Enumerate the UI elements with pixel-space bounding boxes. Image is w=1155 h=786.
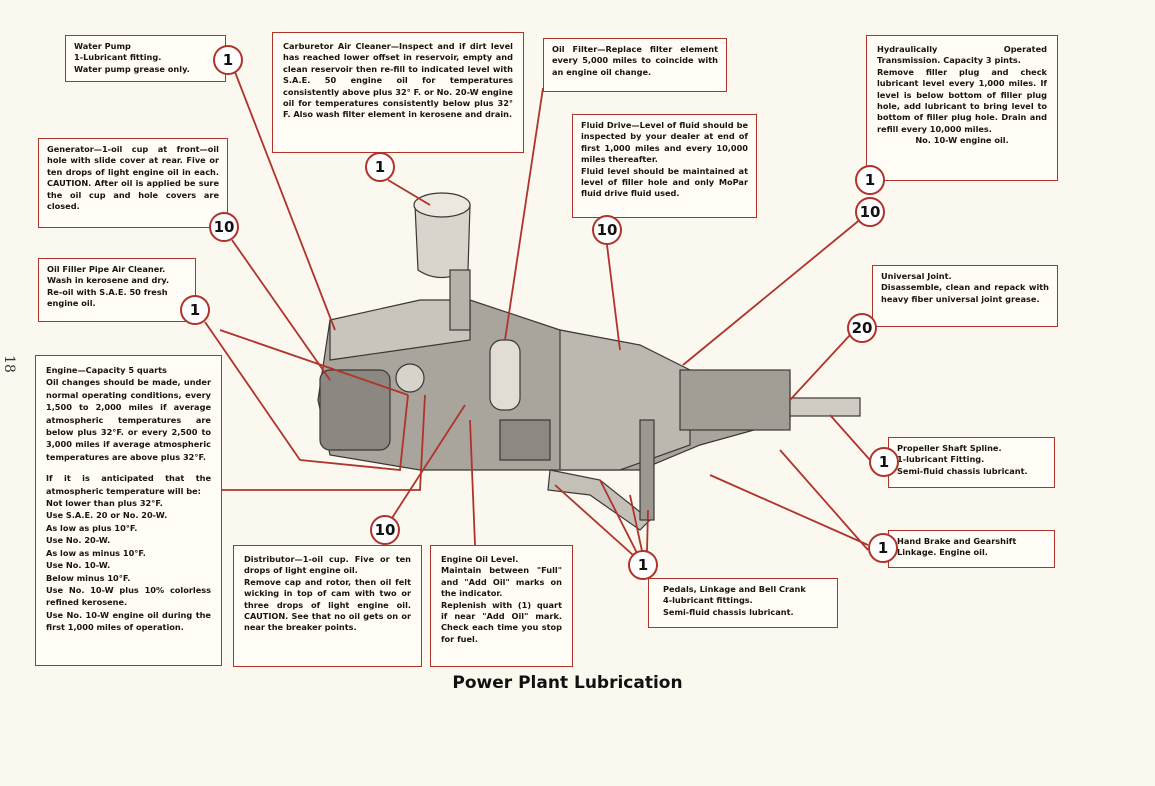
- badge-fluid-drive: 10: [592, 215, 622, 245]
- engine-text: Engine—Capacity 5 quarts: [46, 365, 167, 375]
- badge-pedals: 1: [628, 550, 658, 580]
- engine-rule: Use No. 20-W.: [46, 535, 111, 546]
- oil-level-line: Engine Oil Level.: [441, 554, 519, 564]
- callout-carburetor: Carburetor Air Cleaner—Inspect and if di…: [272, 32, 524, 153]
- propeller-line: Propeller Shaft Spline.: [897, 443, 1002, 453]
- engine-rule: As low as plus 10°F.: [46, 522, 138, 533]
- oil-filler-text: Oil Filler Pipe Air Cleaner. Wash in ker…: [47, 264, 170, 309]
- callout-oil-filler: Oil Filler Pipe Air Cleaner. Wash in ker…: [38, 258, 196, 322]
- engine-text: If it is anticipated that the atmospheri…: [46, 473, 211, 496]
- page-number: 18: [0, 355, 17, 373]
- callout-pedals: Pedals, Linkage and Bell Crank 4-lubrica…: [648, 578, 838, 628]
- callout-universal-joint: Universal Joint. Disassemble, clean and …: [872, 265, 1058, 327]
- engine-rule: Use No. 10-W plus 10% colorless refined …: [46, 584, 211, 608]
- engine-rule: Use No. 10-W.: [46, 560, 111, 571]
- callout-engine: Engine—Capacity 5 quarts Oil changes sho…: [35, 355, 222, 666]
- badge-transmission: 1: [855, 165, 885, 195]
- badge-hand-brake: 1: [868, 533, 898, 563]
- propeller-line: 1-lubricant Fitting.: [897, 454, 985, 465]
- badge-carburetor: 1: [365, 152, 395, 182]
- engine-rule: Not lower than plus 32°F.: [46, 498, 163, 509]
- engine-rule: As low as minus 10°F.: [46, 547, 146, 558]
- badge-universal-joint: 20: [847, 313, 877, 343]
- universal-joint-text: Universal Joint.: [881, 271, 952, 281]
- badge-distributor: 10: [370, 515, 400, 545]
- pedals-line: Semi-fluid chassis lubricant.: [663, 606, 794, 617]
- callout-transmission: Hydraulically Operated Transmission. Cap…: [866, 35, 1058, 181]
- badge-generator: 10: [209, 212, 239, 242]
- fluid-drive-text: Fluid Drive—Level of fluid should be ins…: [581, 120, 748, 165]
- badge-oil-filler: 1: [180, 295, 210, 325]
- engine-rule: Use S.A.E. 20 or No. 20-W.: [46, 510, 168, 521]
- callout-propeller-shaft: Propeller Shaft Spline. 1-lubricant Fitt…: [888, 437, 1055, 488]
- pedals-line: Pedals, Linkage and Bell Crank: [663, 584, 806, 594]
- oil-filter-text: Oil Filter—Replace filter element every …: [552, 44, 718, 77]
- engine-rule: Use No. 10-W engine oil during the first…: [46, 609, 211, 633]
- distributor-text: Distributor—1-oil cup. Five or ten drops…: [244, 554, 411, 576]
- universal-joint-text: Disassemble, clean and repack with heavy…: [881, 282, 1049, 304]
- engine-drawing: [317, 192, 861, 531]
- generator-text: Generator—1-oil cup at front—oil hole wi…: [47, 144, 219, 212]
- callout-engine-oil-level: Engine Oil Level. Maintain between "Full…: [430, 545, 573, 667]
- callout-generator: Generator—1-oil cup at front—oil hole wi…: [38, 138, 228, 228]
- transmission-text: Hydraulically Operated Transmission. Cap…: [877, 44, 1047, 66]
- fluid-drive-text: Fluid level should be maintained at leve…: [581, 165, 748, 199]
- leader-lines: [204, 71, 871, 556]
- transmission-text: Remove filler plug and check lubricant l…: [877, 66, 1047, 134]
- oil-level-line: Replenish with (1) quart if near "Add Oi…: [441, 599, 562, 644]
- carburetor-text: Carburetor Air Cleaner—Inspect and if di…: [283, 41, 513, 120]
- callout-distributor: Distributor—1-oil cup. Five or ten drops…: [233, 545, 422, 667]
- callout-fluid-drive: Fluid Drive—Level of fluid should be ins…: [572, 114, 757, 218]
- water-pump-line: Water Pump: [74, 41, 131, 51]
- engine-text: Oil changes should be made, under normal…: [46, 377, 211, 462]
- distributor-text: Remove cap and rotor, then oil felt wick…: [244, 576, 411, 633]
- water-pump-line: 1-Lubricant fitting.: [74, 52, 162, 63]
- hand-brake-text: Hand Brake and Gearshift Linkage. Engine…: [897, 536, 1017, 558]
- badge-water-pump: 1: [213, 45, 243, 75]
- propeller-line: Semi-fluid chassis lubricant.: [897, 465, 1028, 476]
- badge-transmission-10: 10: [855, 197, 885, 227]
- pedals-line: 4-lubricant fittings.: [663, 595, 753, 606]
- callout-hand-brake: Hand Brake and Gearshift Linkage. Engine…: [888, 530, 1055, 568]
- water-pump-line: Water pump grease only.: [74, 63, 190, 74]
- transmission-text: No. 10-W engine oil.: [915, 135, 1009, 146]
- callout-water-pump: Water Pump 1-Lubricant fitting. Water pu…: [65, 35, 226, 82]
- engine-rule: Below minus 10°F.: [46, 572, 131, 583]
- badge-propeller-shaft: 1: [869, 447, 899, 477]
- callout-oil-filter: Oil Filter—Replace filter element every …: [543, 38, 727, 92]
- page-title: Power Plant Lubrication: [452, 673, 683, 693]
- oil-level-line: Maintain between "Full" and "Add Oil" ma…: [441, 565, 562, 599]
